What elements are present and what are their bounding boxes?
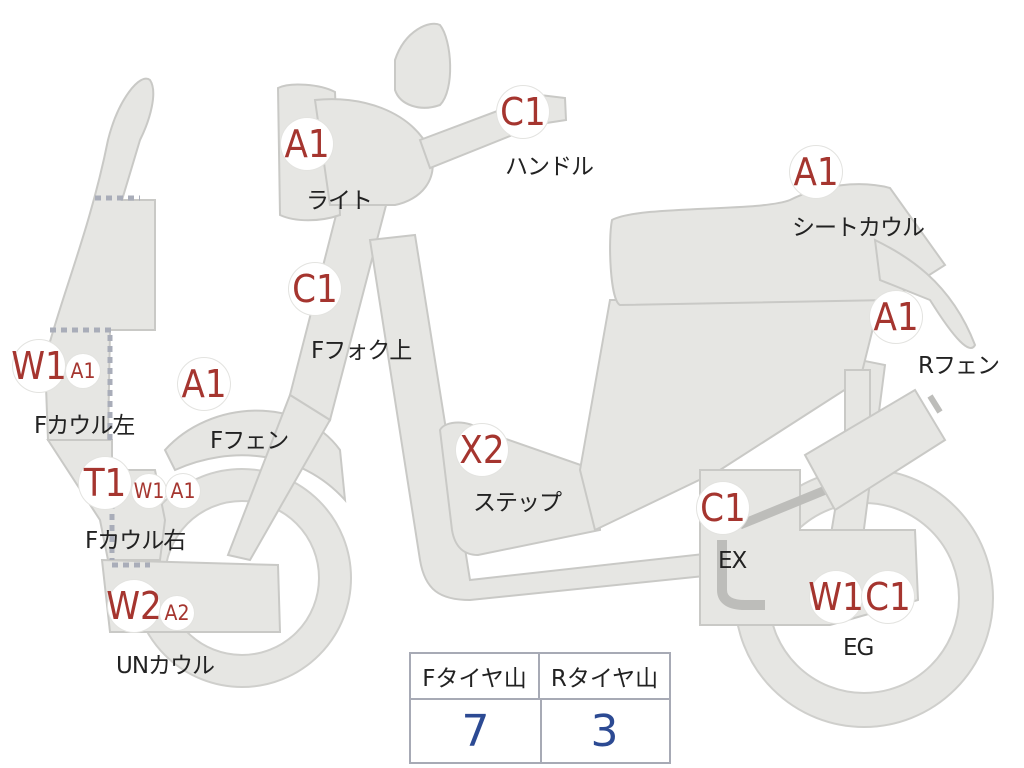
marker-fcowl-right-a1: A1 (166, 474, 200, 508)
label-r-fender: Rフェン (918, 353, 1000, 379)
label-f-cowl-right: Fカウル右 (85, 528, 186, 554)
label-handle: ハンドル (505, 154, 594, 180)
marker-step-x2: X2 (456, 424, 508, 476)
label-f-fork: Fフォク上 (311, 338, 412, 364)
marker-light-a1: A1 (281, 118, 333, 170)
marker-ex-c1: C1 (697, 482, 749, 534)
marker-handle-c1: C1 (497, 86, 549, 138)
rear-tire-value: 3 (590, 705, 619, 757)
marker-fcowl-right-w1: W1 (132, 474, 166, 508)
marker-seatcowl-a1: A1 (790, 146, 842, 198)
marker-uncowl-w2: W2 (106, 580, 162, 632)
marker-rfender-a1: A1 (870, 291, 922, 343)
front-tire-value: 7 (411, 700, 542, 762)
marker-fcowl-left-w1: W1 (11, 340, 67, 392)
label-un-cowl: UNカウル (116, 653, 215, 679)
label-f-cowl-left: Fカウル左 (34, 413, 135, 439)
label-ex: EX (718, 548, 747, 574)
marker-ffender-a1: A1 (178, 358, 230, 410)
front-tire-header: Fタイヤ山 (411, 654, 540, 700)
muffler-shape (803, 388, 947, 512)
tire-tread-table: Fタイヤ山 Rタイヤ山 7 3 (409, 652, 671, 764)
front-cowl-left (43, 77, 156, 441)
label-step: ステップ (473, 490, 562, 516)
exhaust-shape (717, 540, 765, 610)
marker-uncowl-a2: A2 (160, 596, 194, 630)
marker-fcowl-left-a1: A1 (66, 354, 100, 388)
marker-eg-c1: C1 (862, 571, 914, 623)
label-eg: EG (843, 635, 874, 661)
label-light: ライト (306, 188, 373, 214)
rear-tire-header: Rタイヤ山 (540, 654, 669, 700)
rear-cowl-tail (873, 238, 977, 349)
label-f-fender: Fフェン (210, 428, 289, 454)
marker-ffork-c1: C1 (289, 263, 341, 315)
marker-fcowl-right-t1: T1 (79, 457, 131, 509)
marker-eg-w1: W1 (808, 571, 864, 623)
mirror-shape (394, 22, 452, 109)
label-seat-cowl: シートカウル (792, 215, 925, 241)
